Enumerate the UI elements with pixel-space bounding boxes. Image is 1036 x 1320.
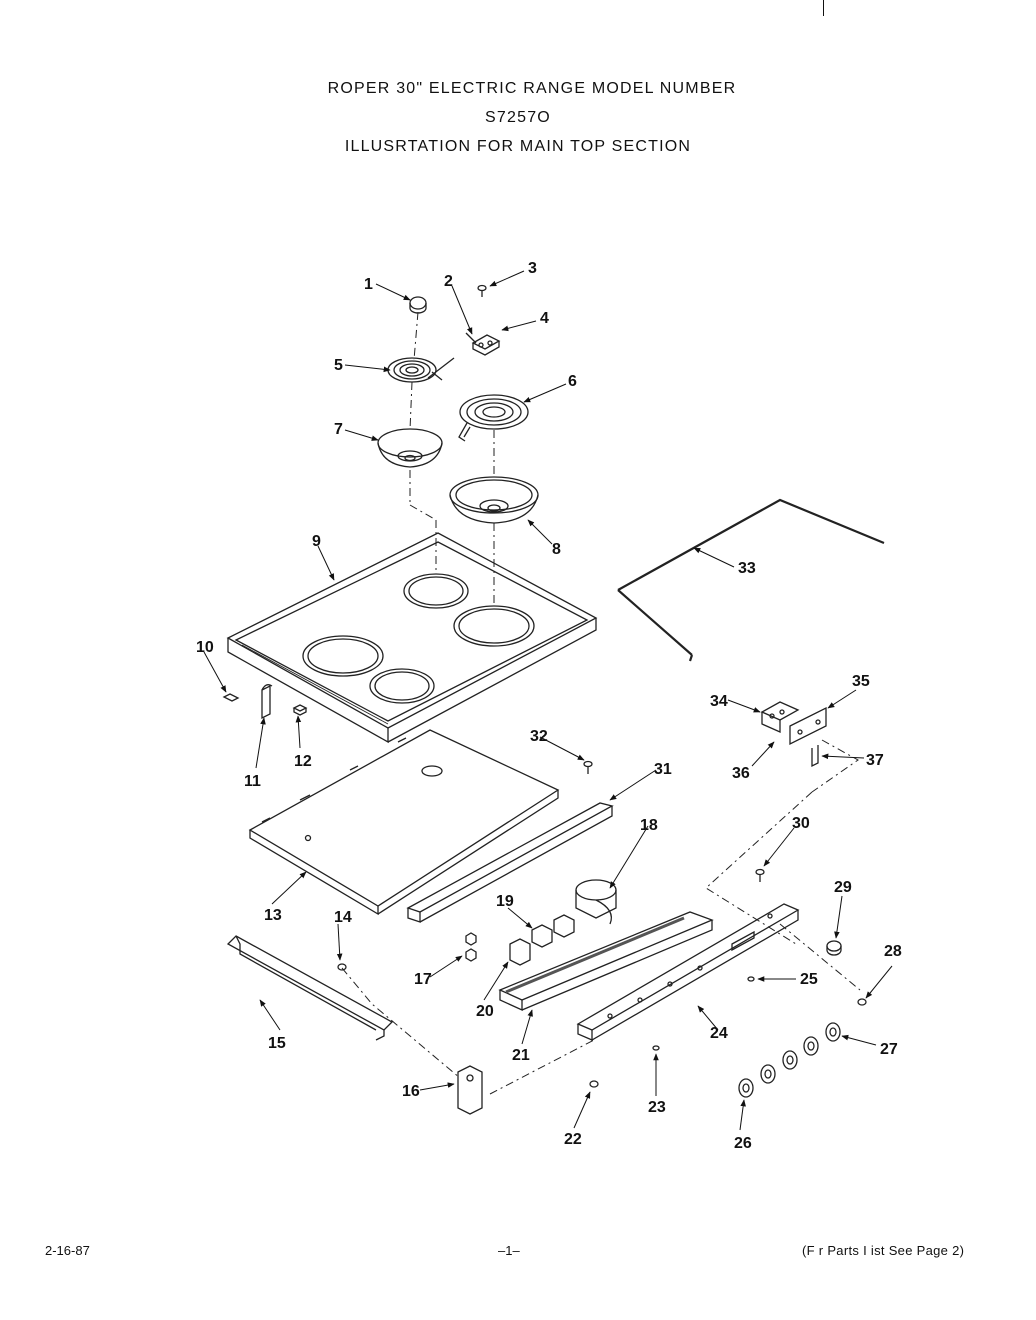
callout-4: 4 bbox=[540, 310, 549, 327]
part-30-screw bbox=[755, 868, 765, 882]
callout-27: 27 bbox=[880, 1041, 898, 1058]
part-23-screw bbox=[652, 1045, 660, 1051]
part-3-screw bbox=[477, 284, 487, 297]
page-header: ROPER 30" ELECTRIC RANGE MODEL NUMBER S7… bbox=[0, 74, 1036, 161]
callout-34: 34 bbox=[710, 693, 728, 710]
callout-37: 37 bbox=[866, 752, 884, 769]
footer-parts-list-note: (F r Parts I ist See Page 2) bbox=[802, 1243, 965, 1258]
callout-8: 8 bbox=[552, 541, 561, 558]
callout-6: 6 bbox=[568, 373, 577, 390]
part-31-front-trim bbox=[406, 802, 614, 923]
part-29-knob bbox=[826, 940, 842, 956]
callout-10: 10 bbox=[196, 639, 214, 656]
callout-16: 16 bbox=[402, 1083, 420, 1100]
part-37-clip bbox=[811, 745, 819, 768]
part-6-large-element bbox=[458, 394, 529, 442]
callout-30: 30 bbox=[792, 815, 810, 832]
callout-36: 36 bbox=[732, 765, 750, 782]
part-10-screw bbox=[222, 693, 240, 702]
part-11-hinge bbox=[261, 684, 273, 720]
part-17-clip bbox=[465, 932, 477, 962]
part-20-switch bbox=[509, 938, 531, 966]
footer-page-number: –1– bbox=[498, 1243, 520, 1258]
callout-18: 18 bbox=[640, 817, 658, 834]
part-33-wire-harness bbox=[617, 498, 885, 662]
callout-1: 1 bbox=[364, 276, 373, 293]
part-34-switch bbox=[760, 701, 800, 734]
callout-22: 22 bbox=[564, 1131, 582, 1148]
part-32-screw bbox=[583, 760, 593, 774]
title-line-1: ROPER 30" ELECTRIC RANGE MODEL NUMBER bbox=[327, 80, 737, 97]
part-5-small-element bbox=[387, 357, 455, 383]
callout-26: 26 bbox=[734, 1135, 752, 1152]
part-25-screw bbox=[747, 976, 755, 982]
callout-35: 35 bbox=[852, 673, 870, 690]
callout-5: 5 bbox=[334, 357, 343, 374]
callout-19: 19 bbox=[496, 893, 514, 910]
callout-3: 3 bbox=[528, 260, 537, 277]
callout-13: 13 bbox=[264, 907, 282, 924]
callout-23: 23 bbox=[648, 1099, 666, 1116]
callout-12: 12 bbox=[294, 753, 312, 770]
part-15-rail bbox=[226, 935, 394, 1041]
part-19-switch bbox=[531, 914, 575, 948]
callout-32: 32 bbox=[530, 728, 548, 745]
callout-17: 17 bbox=[414, 971, 432, 988]
part-21-control-panel bbox=[498, 911, 714, 1012]
part-8-large-drip-bowl bbox=[449, 476, 539, 524]
title-line-3: ILLUSRTATION FOR MAIN TOP SECTION bbox=[344, 138, 692, 155]
part-26-27-knobs bbox=[738, 1022, 841, 1098]
part-9-main-top bbox=[226, 532, 598, 744]
callout-20: 20 bbox=[476, 1003, 494, 1020]
part-22-screw bbox=[589, 1080, 599, 1088]
callout-2: 2 bbox=[444, 273, 453, 290]
callout-11: 11 bbox=[244, 773, 261, 790]
callout-28: 28 bbox=[884, 943, 902, 960]
callout-24: 24 bbox=[710, 1025, 728, 1042]
part-7-small-drip-bowl bbox=[377, 428, 443, 468]
edge-mark bbox=[823, 0, 824, 16]
callout-15: 15 bbox=[268, 1035, 286, 1052]
callout-29: 29 bbox=[834, 879, 852, 896]
part-1-cap bbox=[409, 296, 427, 314]
part-16-bracket bbox=[457, 1065, 483, 1115]
model-number: S7257O bbox=[485, 109, 551, 126]
part-18-thermostat bbox=[575, 879, 617, 925]
part-4-terminal-block bbox=[465, 332, 501, 356]
callout-33: 33 bbox=[738, 560, 756, 577]
callout-31: 31 bbox=[654, 761, 672, 778]
callout-14: 14 bbox=[334, 909, 352, 926]
footer-date: 2-16-87 bbox=[45, 1243, 90, 1258]
callout-9: 9 bbox=[312, 533, 321, 550]
part-35-bracket bbox=[789, 706, 827, 746]
part-12-clip bbox=[292, 704, 308, 716]
callout-25: 25 bbox=[800, 971, 818, 988]
callout-21: 21 bbox=[512, 1047, 530, 1064]
callout-7: 7 bbox=[334, 421, 343, 438]
part-13-burner-box bbox=[248, 729, 560, 916]
part-28-nut bbox=[857, 998, 867, 1006]
part-24-control-backguard bbox=[576, 903, 800, 1042]
part-14-screw bbox=[337, 963, 347, 971]
